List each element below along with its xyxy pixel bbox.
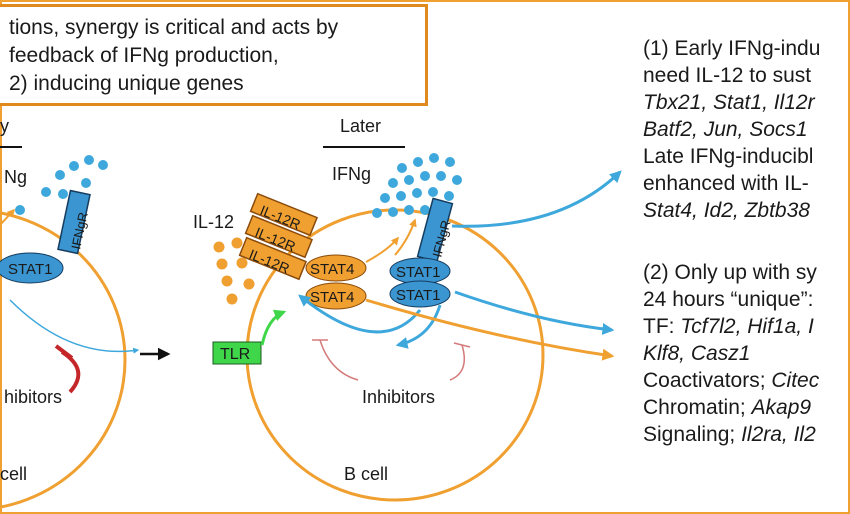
early-stat1-label: STAT1: [8, 261, 52, 278]
ifng-feedback-arrow: [394, 218, 417, 256]
summary-box: tions, synergy is critical and acts by f…: [0, 4, 428, 106]
il12-dots: [213, 237, 255, 305]
stat1-to-inhibitors-arrow: [395, 304, 442, 349]
stat4-label-2: STAT4: [310, 289, 354, 306]
p2-line5: Coactivators; Citec: [643, 368, 819, 394]
p2-line3: TF: Tcf7l2, Hif1a, I: [643, 314, 814, 340]
p2-line6: Chromatin; Akap9: [643, 395, 811, 421]
p2-line3-prefix: TF:: [643, 315, 681, 338]
p1-line5: Late IFNg-inducibl: [643, 145, 814, 168]
later-inhibitors-label: Inhibitors: [362, 387, 435, 407]
p2-line7-prefix: Signaling;: [643, 423, 742, 446]
summary-line-1: tions, synergy is critical and acts by: [9, 16, 339, 39]
stat1-node-2: [389, 280, 451, 308]
p1-line2: need IL-12 to sust: [643, 64, 812, 87]
early-ifng-label: Ng: [4, 167, 27, 187]
stat1-label-2: STAT1: [396, 287, 440, 304]
early-feedback-arrow: [9, 299, 140, 354]
p2-line3-genes: Tcf7l2, Hif1a, I: [680, 315, 814, 338]
early-ifng-dots: [15, 155, 108, 215]
early-inhibitors-label: hibitors: [4, 387, 62, 407]
stat4-unique-genes-arrow: [365, 298, 615, 361]
later-cell-label: B cell: [344, 464, 388, 484]
p1-line4: Batf2, Jun, Socs1: [643, 118, 808, 141]
stat1-to-il12r-arrow: [298, 294, 422, 334]
inhibitor-bar-right: [453, 342, 471, 348]
inhibitor-line-left: [319, 339, 359, 381]
stat1-unique-genes-arrow: [454, 290, 615, 335]
p2-line2: 24 hours “unique”:: [643, 288, 814, 311]
later-panel: Later IFNg IL-12 IL-12R IL-12R IL-12R ST…: [193, 116, 622, 502]
early-late-genes-arrow: [451, 170, 622, 228]
il12-label: IL-12: [193, 212, 234, 232]
p1-line7: Stat4, Id2, Zbtb38: [643, 199, 810, 222]
early-ifngr-receptor: IFNgR: [57, 189, 91, 255]
summary-line-2: feedback of IFNg production,: [9, 44, 279, 67]
early-cell-label: cell: [0, 464, 27, 484]
early-ifng-arrow: [0, 208, 16, 226]
early-inhibitor-head: [54, 344, 74, 360]
tlr-box: [212, 341, 262, 365]
p1-line3: Tbx21, Stat1, Il12r: [643, 91, 815, 114]
p2-line7-genes: Il2ra, Il2: [741, 423, 816, 446]
later-heading: Later: [340, 116, 381, 136]
p2-line5-genes: Citec: [771, 369, 820, 392]
p2-line1: (2) Only up with sy: [643, 261, 817, 284]
early-heading: y: [0, 116, 9, 136]
early-stat1-node: [0, 252, 64, 284]
stat4-to-ifng-arrow: [365, 236, 400, 263]
p1-line6: enhanced with IL-: [643, 172, 809, 195]
stat4-label-1: STAT4: [310, 261, 354, 278]
summary-line-3: 2) inducing unique genes: [9, 72, 244, 95]
later-ifng-label: IFNg: [332, 164, 371, 184]
p2-line6-genes: Akap9: [751, 396, 812, 419]
p1-line1: (1) Early IFNg-indu: [643, 37, 821, 60]
p2-line4: Klf8, Casz1: [643, 342, 751, 365]
tlr-label: TLR: [220, 346, 250, 363]
early-cell-membrane: [0, 211, 127, 509]
p2-line5-prefix: Coactivators;: [643, 369, 772, 392]
p2-line6-prefix: Chromatin;: [643, 396, 752, 419]
later-ifng-dots: [372, 153, 462, 218]
tlr-arrow: [260, 309, 287, 346]
early-panel: y Ng IFNgR STAT1 hibitors cell: [0, 116, 140, 509]
stat1-label-1: STAT1: [396, 264, 440, 281]
p2-line7: Signaling; Il2ra, Il2: [643, 422, 816, 448]
il12r-receptors: IL-12R IL-12R IL-12R: [238, 192, 319, 281]
stat4-node-1: [305, 254, 367, 282]
inhibitor-line-right: [449, 344, 465, 381]
